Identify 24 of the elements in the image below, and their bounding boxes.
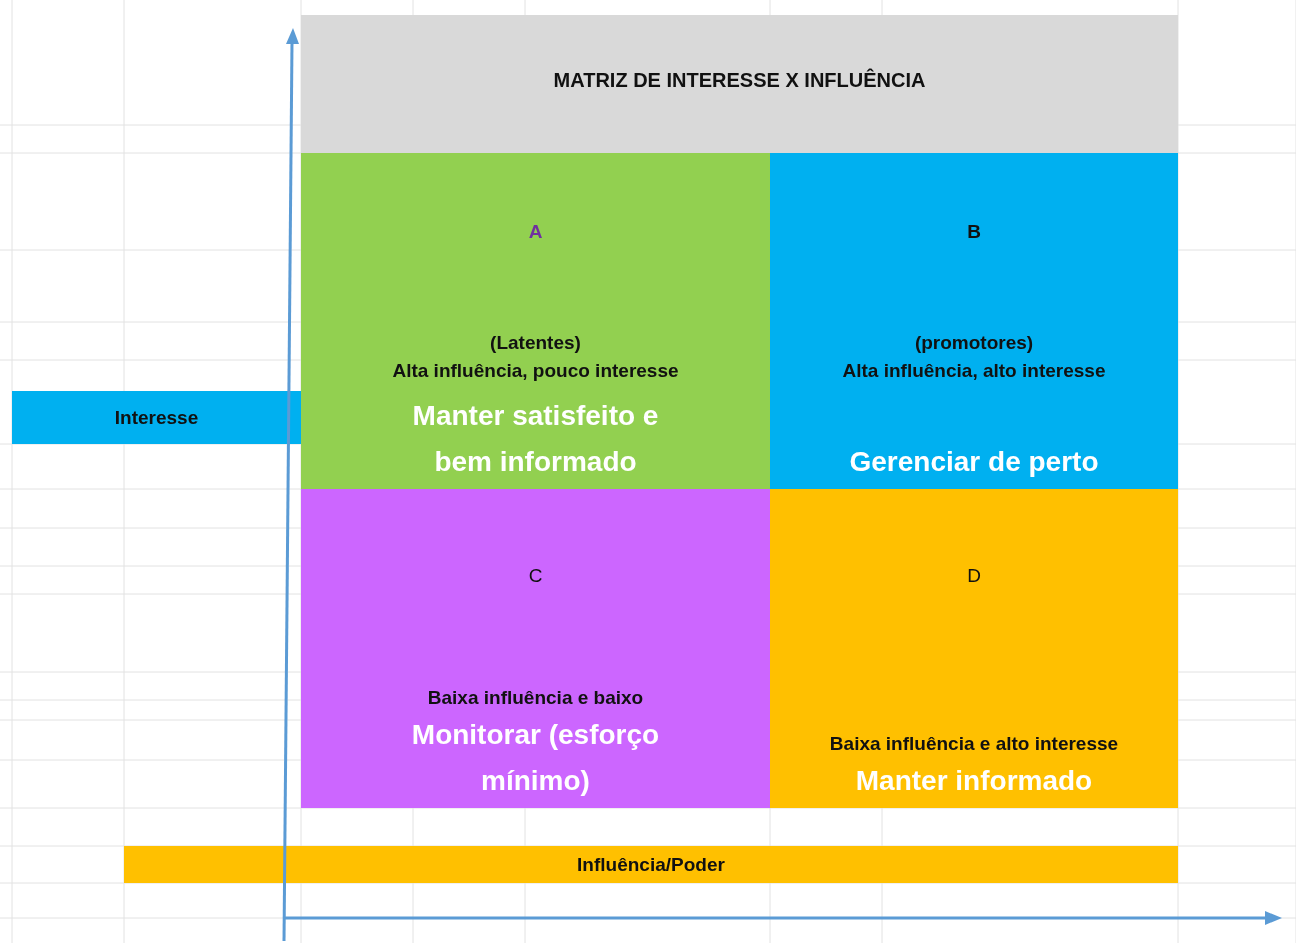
quadrant-box xyxy=(770,153,1178,489)
axis-label-band xyxy=(12,391,301,444)
quadrant-description: Alta influência, pouco interesse xyxy=(392,359,679,383)
quadrant-letter: A xyxy=(528,221,543,243)
quadrant-box xyxy=(301,153,770,489)
quadrant-letter: D xyxy=(967,565,981,587)
quadrant-box xyxy=(770,489,1178,808)
axis-label-band xyxy=(124,846,1178,883)
quadrant-description: Baixa influência e alto interesse xyxy=(829,732,1119,756)
quadrant-description: Baixa influência e baixo xyxy=(427,686,644,710)
strategy-text: Gerenciar de perto xyxy=(849,445,1099,479)
strategy-text: Manter satisfeito e bem informado xyxy=(411,399,660,479)
matrix-title: MATRIZ DE INTERESSE X INFLUÊNCIA xyxy=(553,69,926,92)
quadrant-letter: C xyxy=(528,565,543,587)
quadrant-letter: B xyxy=(967,221,981,243)
strategy-text: Manter informado xyxy=(855,764,1093,798)
strategy-text: Monitorar (esforço mínimo) xyxy=(410,718,661,798)
title-band xyxy=(301,15,1178,153)
quadrant-box xyxy=(301,489,770,808)
axis-label: Interesse xyxy=(114,406,199,429)
axis-label: Influência/Poder xyxy=(577,853,725,876)
quadrant-description: (promotores) xyxy=(914,331,1034,355)
quadrant-description: (Latentes) xyxy=(490,331,581,355)
quadrant-description: Alta influência, alto interesse xyxy=(842,359,1106,383)
